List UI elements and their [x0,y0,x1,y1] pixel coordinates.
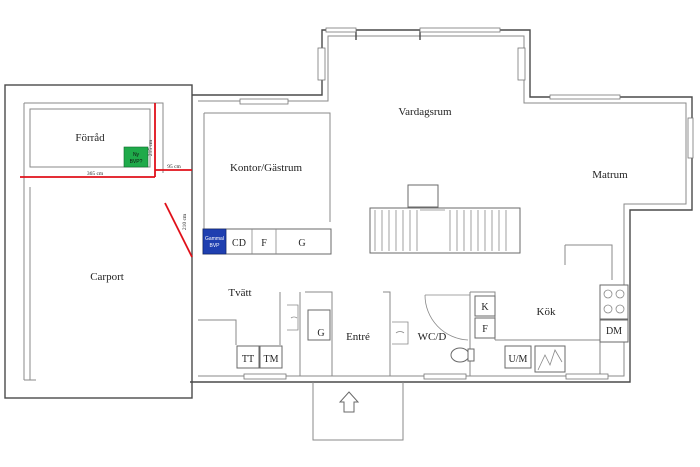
windows [239,27,694,380]
old-heat-pump-label-1: Gammal [205,236,224,242]
room-labels: Förråd Kontor/Gästrum Vardagsrum Matrum … [75,106,628,343]
room-entre: Entré [346,331,370,343]
label-g-closet: G [298,238,305,249]
new-heat-pump-box: Ny BVP? [123,146,149,168]
label-tt: TT [242,354,254,365]
entrance-porch [312,382,404,441]
label-g-entre: G [317,328,324,339]
new-heat-pump-label-2: BVP? [130,159,143,165]
room-tvatt: Tvätt [228,287,251,299]
measurement-lines [20,103,193,258]
label-dm: DM [606,326,622,337]
room-forrad: Förråd [75,132,105,144]
old-heat-pump-label-2: BVP [209,243,220,249]
dim-95: 95 cm [167,164,181,170]
label-tm: TM [264,354,279,365]
label-f-closet: F [261,238,267,249]
dim-210: 210 cm [182,213,188,230]
room-vardagsrum: Vardagsrum [398,106,452,118]
label-f-kitchen: F [482,324,488,335]
label-um: U/M [509,354,528,365]
room-kontor: Kontor/Gästrum [230,162,303,174]
room-wc: WC/D [418,331,447,343]
dim-215: 215 cm [148,139,154,156]
staircase [369,184,521,254]
room-carport: Carport [90,271,124,283]
room-matrum: Matrum [592,169,628,181]
fixtures [236,284,629,373]
carport-annex [4,84,193,399]
new-heat-pump-label-1: Ny [133,152,140,158]
dimension-labels: 365 cm 95 cm 215 cm 210 cm [87,139,188,230]
fixture-labels: CD F G G TT TM K F U/M DM [232,238,622,365]
label-k: K [481,302,489,313]
old-heat-pump-box: Gammal BVP [202,228,227,255]
room-kok: Kök [537,306,556,318]
label-cd: CD [232,238,246,249]
dim-365: 365 cm [87,171,104,177]
